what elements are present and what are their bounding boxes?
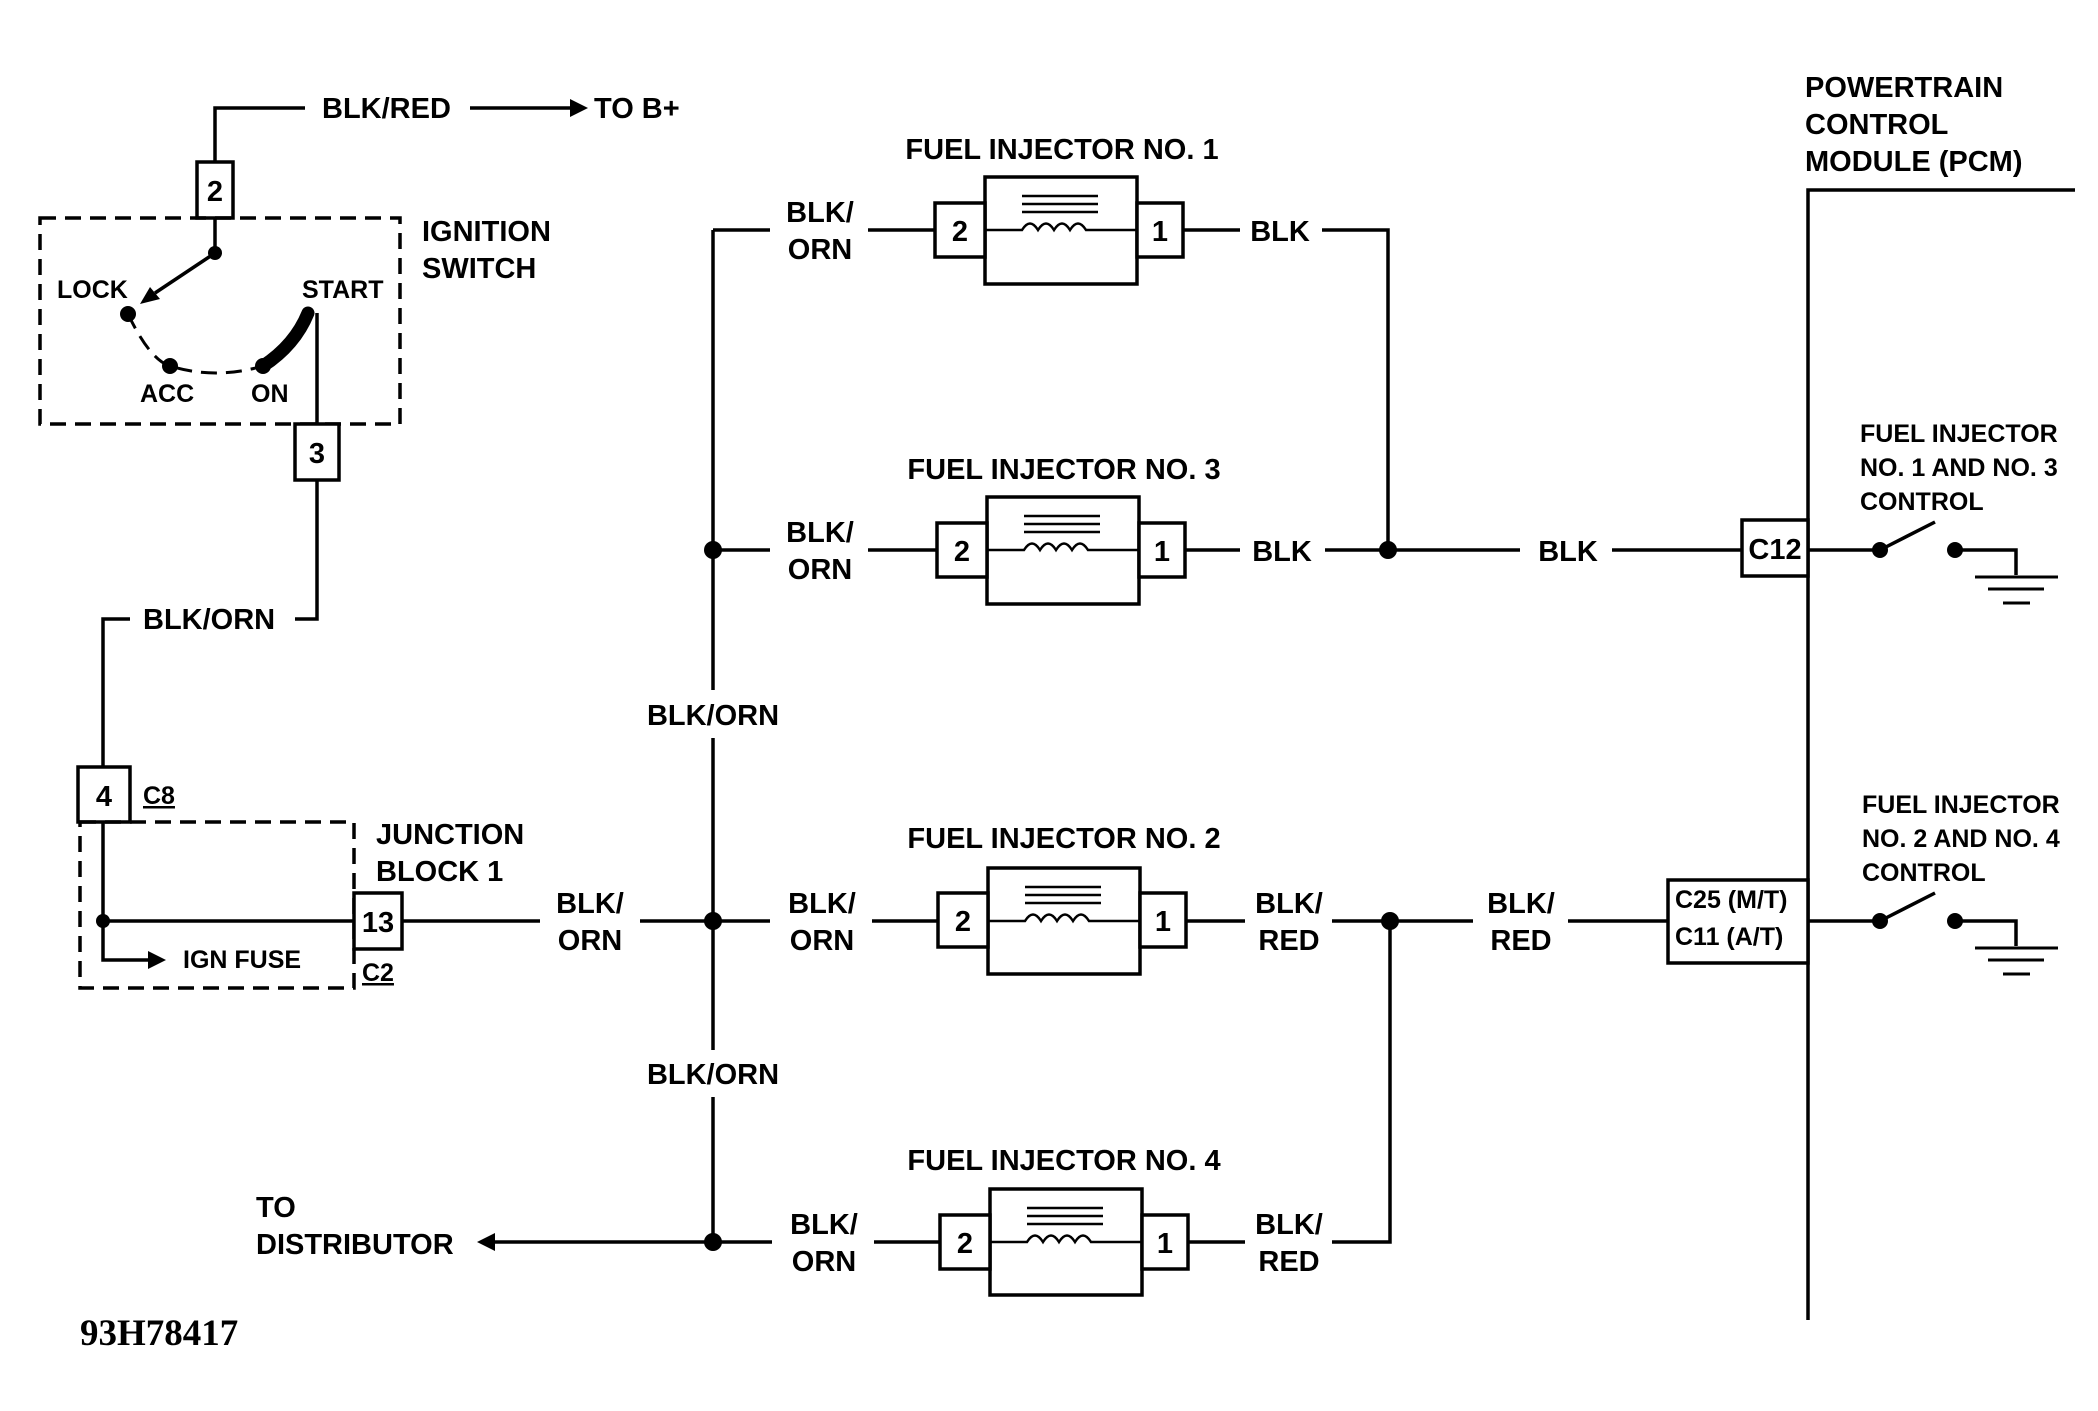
pcm-conn-c12-label: C12 [1748,534,1801,566]
inj2-pin-left-label: 2 [955,906,971,938]
pcm-lower-ctrl-2: NO. 2 AND NO. 4 [1862,825,2060,853]
pos-acc: ACC [140,380,194,408]
inj4-in-wire-1: BLK/ [790,1209,858,1241]
pcm-upper-wire: BLK [1538,536,1598,568]
pos-start: START [302,276,383,304]
inj3-pin-right-label: 1 [1154,536,1170,568]
inj1-in-wire-1: BLK/ [786,197,854,229]
inj1-out-wire-1: BLK [1250,216,1310,248]
inj3-title: FUEL INJECTOR NO. 3 [907,454,1220,486]
pcm-upper-ctrl-3: CONTROL [1860,488,1984,516]
jb-out-wire-2: ORN [558,925,622,957]
pcm-upper-ctrl-1: FUEL INJECTOR [1860,420,2058,448]
pcm-lower-ctrl-1: FUEL INJECTOR [1862,791,2060,819]
fuel-injector-1: BLK/ ORN FUEL INJECTOR NO. 1 2 1 BLK [713,134,1390,550]
to-distributor-1: TO [256,1192,296,1224]
ign-pin-2-label: 2 [207,176,223,208]
fuel-injector-3: BLK/ ORN FUEL INJECTOR NO. 3 2 1 BLK [713,454,1520,606]
inj2-pin-right-label: 1 [1155,906,1171,938]
inj4-pin-right-label: 1 [1157,1228,1173,1260]
inj4-out-wire-2: RED [1258,1246,1319,1278]
start-contact [256,306,315,373]
inj3-in-wire-2: ORN [788,554,852,586]
pcm-title-3: MODULE (PCM) [1805,146,2022,178]
inj1-pin-right-label: 1 [1152,216,1168,248]
ignition-switch: BLK/RED TO B+ 2 LOCK START ACC ON IGNITI… [38,93,680,767]
pcm-conn-c25-c11 [1666,878,1810,965]
inj3-pin-left [935,521,989,579]
fuse-arrow-icon [148,951,166,969]
jb-title-2: BLOCK 1 [376,856,503,888]
pcm-title-1: POWERTRAIN [1805,72,2003,104]
bus-label-lower: BLK/ORN [647,1059,779,1091]
jb-pin-4-label: 4 [96,781,112,813]
jb-conn-c8: C8 [143,782,175,810]
pcm-conn-c25: C25 (M/T) [1675,886,1788,914]
to-distributor-2: DISTRIBUTOR [256,1229,454,1261]
pos-on: ON [251,380,289,408]
inj1-coil-icon [985,194,1137,233]
fuel-injector-2: BLK/ ORN FUEL INJECTOR NO. 2 2 1 BLK/ RE… [713,823,1473,976]
inj2-pin-left [936,891,990,949]
inj3-out-wire-1: BLK [1252,536,1312,568]
inj4-title: FUEL INJECTOR NO. 4 [907,1145,1220,1177]
pcm-title-2: CONTROL [1805,109,1948,141]
jb-out-wire-1: BLK/ [556,888,624,920]
figure-code: 93H78417 [80,1313,238,1354]
ign-pin-3-label: 3 [309,438,325,470]
inj2-coil-icon [988,885,1140,924]
pcm-conn-c12 [1740,518,1810,578]
ign-switch-title-1: IGNITION [422,216,551,248]
inj1-pin-right [1135,201,1185,259]
inj4-pin-left-label: 2 [957,1228,973,1260]
jb-pin-13-label: 13 [362,907,394,939]
inj1-in-wire-2: ORN [788,234,852,266]
ground-icon [1975,575,2058,605]
switch-arrow-icon [140,287,160,304]
bus-label-upper: BLK/ORN [647,700,779,732]
inj2-out-wire-2: RED [1258,925,1319,957]
jb-conn-c2: C2 [362,959,394,987]
pos-lock: LOCK [57,276,128,304]
inj1-pin-left-label: 2 [952,216,968,248]
jb-title-1: JUNCTION [376,819,524,851]
inj2-in-wire-1: BLK/ [788,888,856,920]
pcm-lower-wire-2: RED [1490,925,1551,957]
inj4-in-wire-2: ORN [792,1246,856,1278]
junction-block-1: 4 C8 JUNCTION BLOCK 1 IGN FUSE 13 C2 BLK… [76,765,713,990]
pcm-lower-wire-1: BLK/ [1487,888,1555,920]
pcm: POWERTRAIN CONTROL MODULE (PCM) BLK C12 … [1487,72,2075,1320]
inj1-title: FUEL INJECTOR NO. 1 [905,134,1218,166]
pcm-conn-c11: C11 (A/T) [1675,923,1783,951]
jb-pin-13 [352,891,404,951]
pcm-upper-ctrl-2: NO. 1 AND NO. 3 [1860,454,2058,482]
ign-switch-title-2: SWITCH [422,253,536,285]
inj3-coil-icon [987,514,1139,553]
fuel-injector-4: BLK/ ORN FUEL INJECTOR NO. 4 2 1 BLK/ RE… [713,921,1392,1297]
blk-orn-bus: BLK/ORN BLK/ORN TO DISTRIBUTOR [256,230,779,1261]
inj3-pin-left-label: 2 [954,536,970,568]
arrow-left-icon [477,1233,495,1251]
wire-label-ign-top: BLK/RED [322,93,451,125]
to-bplus-label: TO B+ [594,93,680,125]
wire-label-ign-bottom: BLK/ORN [143,604,275,636]
acc-contact [162,358,178,374]
inj2-out-wire-1: BLK/ [1255,888,1323,920]
pcm-lower-ctrl-3: CONTROL [1862,859,1986,887]
ign-switch-housing [38,216,402,426]
inj4-coil-icon [990,1206,1142,1245]
inj4-out-wire-1: BLK/ [1255,1209,1323,1241]
ign-fuse-label: IGN FUSE [183,946,301,974]
inj3-in-wire-1: BLK/ [786,517,854,549]
arrow-right-icon [570,99,588,117]
inj2-in-wire-2: ORN [790,925,854,957]
ground-icon [1975,946,2058,976]
inj2-title: FUEL INJECTOR NO. 2 [907,823,1220,855]
